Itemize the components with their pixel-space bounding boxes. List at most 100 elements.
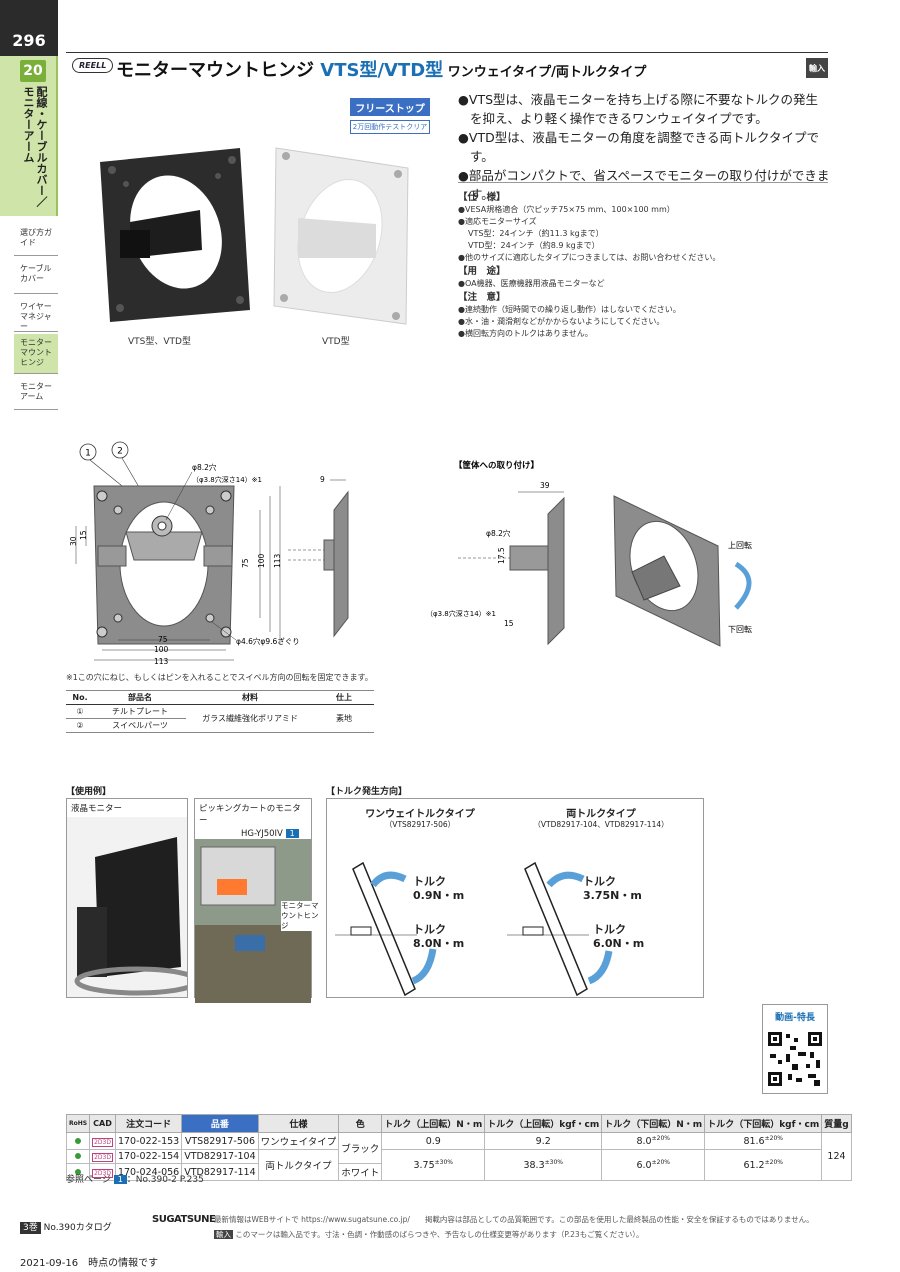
- tolerance: ±20%: [651, 1158, 670, 1166]
- freestop-sub-badge: 2万回動作テストクリア: [350, 120, 430, 134]
- dim-75-horizontal: 75: [158, 635, 168, 644]
- tolerance: ±30%: [544, 1158, 563, 1166]
- value: 61.2: [743, 1160, 765, 1172]
- rohs-dot-icon: [75, 1153, 82, 1159]
- photo-caption-right: VTD型: [322, 337, 350, 347]
- value: 81.6: [743, 1136, 765, 1148]
- side-tab-monitor-arm[interactable]: モニターアーム: [14, 378, 58, 410]
- rohs-cell: [65, 1163, 91, 1181]
- table-row[interactable]: 2D3D 170-022-153 VTS82917-506 ワンウェイタイプ ブ…: [65, 1132, 852, 1181]
- feature-bullets: ●VTS型は、液晶モニターを持ち上げる際に不要なトルクの発生を抑え、より軽く操作…: [458, 90, 830, 204]
- callout-2: 2: [117, 447, 123, 457]
- tolerance: ±20%: [764, 1134, 783, 1142]
- qr-code-icon[interactable]: [766, 1030, 824, 1088]
- parts-header-finish: 仕上: [314, 690, 374, 705]
- video-box[interactable]: [762, 1004, 828, 1094]
- dim-39: 39: [540, 481, 550, 490]
- label-mount-hole-3-8: （φ3.8穴深さ14）※1: [426, 609, 496, 618]
- video-label[interactable]: 動画-特長: [775, 1013, 815, 1023]
- torque-title: 【トルク発生方向】: [326, 787, 408, 797]
- rohs-cell: [65, 1149, 91, 1164]
- usage-heading: 【用 途】: [458, 266, 506, 277]
- label-down-rotation: 下回転: [728, 625, 752, 634]
- value: 6.0: [636, 1160, 652, 1172]
- spec-line: ●VESA規格適合（穴ピッチ75×75 mm、100×100 mm）: [458, 205, 675, 214]
- catalog-label: No.390カタログ: [43, 1223, 112, 1233]
- side-tab-monitor-hinge[interactable]: モニターマウントヒンジ: [14, 334, 58, 374]
- th-torque-down-kgf: トルク（下回転）kgf・cm: [704, 1114, 823, 1133]
- cad-cell[interactable]: 2D3D: [89, 1163, 116, 1181]
- chapter-box: [0, 56, 58, 216]
- bullet-2: ●VTD型は、液晶モニターの角度を調整できる両トルクタイプです。: [458, 130, 819, 164]
- parts-table: No. 部品名 材料 仕上 ① チルトプレート ガラス繊維強化ポリアミド 素地 …: [66, 690, 374, 733]
- torque-up-kgf: 9.2: [484, 1132, 603, 1150]
- value: 38.3: [523, 1160, 545, 1172]
- torque-one-title: ワンウェイトルクタイプ: [365, 809, 475, 820]
- cart-tag-text: HG-YJ50IV: [241, 829, 283, 839]
- ref-text[interactable]: ：No.390-2 P.235: [126, 1175, 204, 1185]
- callout-1: 1: [85, 449, 91, 459]
- spec-line: VTD型：24インチ（約8.9 kgまで）: [468, 241, 600, 250]
- label-hole-8-2: φ8.2穴: [192, 462, 217, 472]
- technical-drawing-front: 1 2 φ8.2穴 （φ3.8穴深さ14）※1 φ4.6穴φ9.6ざぐり 75 …: [69, 441, 349, 666]
- side-tab-guide[interactable]: 選び方ガイド: [14, 224, 58, 256]
- caution-heading: 【注 意】: [458, 292, 506, 303]
- photo-black-hinge: [100, 148, 250, 322]
- cad-download-icon[interactable]: 2D3D: [92, 1153, 113, 1162]
- mount-title: 【筐体への取り付け】: [454, 460, 539, 471]
- cad-cell[interactable]: 2D3D: [89, 1132, 116, 1150]
- table-row[interactable]: 2D3D 170-024-056 VTD82917-114 ホワイト: [65, 1163, 852, 1181]
- usage-cart-box: ピッキングカートのモニター HG-YJ50IV 1 モニターマウントヒンジ: [194, 798, 321, 1003]
- usage-title: 【使用例】: [66, 787, 112, 797]
- ref-tag[interactable]: 1: [113, 1175, 127, 1184]
- torque-down-kgf: 81.6±20%: [704, 1132, 823, 1150]
- label-hole-3-8: （φ3.8穴深さ14）※1: [192, 475, 262, 484]
- side-tab-wire-manager[interactable]: ワイヤーマネジャー: [14, 298, 58, 332]
- ref-label: 参照ページ: [66, 1175, 111, 1185]
- dim-100-horizontal: 100: [154, 645, 169, 654]
- usage-lcd-label: 液晶モニター: [71, 804, 123, 814]
- cad-download-icon[interactable]: 2D3D: [92, 1137, 113, 1147]
- th-torque-up-kgf: トルク（上回転）kgf・cm: [484, 1114, 603, 1133]
- spec-line: VTS型：24インチ（約11.3 kgまで）: [468, 229, 604, 238]
- mass-cell: 124: [821, 1132, 852, 1181]
- footnote: ※1この穴にねじ、もしくはピンを入れることでスイベル方向の回転を固定できます。: [66, 673, 373, 682]
- parts-name: スイベルパーツ: [94, 718, 186, 733]
- volume-badge: 3巻: [20, 1222, 41, 1234]
- photo-white-hinge: [273, 147, 409, 325]
- header-rule: [66, 52, 828, 53]
- caution-line: ●連続動作（短時間での繰り返し動作）はしないでください。: [458, 305, 681, 314]
- spec-line: ●他のサイズに適応したタイプにつきましては、お問い合わせください。: [458, 253, 721, 262]
- cart-tag-ref[interactable]: 1: [285, 829, 299, 838]
- hinge-label: モニターマウントヒンジ: [281, 901, 321, 931]
- brand-logo: REELL: [72, 58, 114, 73]
- part-number[interactable]: VTS82917-506: [181, 1132, 259, 1150]
- import-tag: 輸入: [214, 1230, 233, 1239]
- parts-no: ②: [66, 718, 94, 733]
- torque-two-sub: （VTD82917-104、VTD82917-114）: [533, 820, 669, 829]
- usage-cart-label: ピッキングカートのモニター: [199, 804, 301, 826]
- spec-cell: 両トルクタイプ: [257, 1149, 340, 1181]
- part-number[interactable]: VTD82917-104: [181, 1149, 259, 1164]
- bullet-1: ●VTS型は、液晶モニターを持ち上げる際に不要なトルクの発生を抑え、より軽く操作…: [458, 92, 819, 126]
- parts-name: チルトプレート: [94, 704, 186, 719]
- side-tab-cable-cover[interactable]: ケーブルカバー: [14, 260, 58, 294]
- footer-notice-1: 最新情報はWEBサイトで https://www.sugatsune.co.jp…: [214, 1215, 814, 1224]
- cad-cell[interactable]: 2D3D: [89, 1149, 116, 1164]
- photo-caption-left: VTS型、VTD型: [128, 337, 191, 347]
- cart-photo: [195, 839, 311, 1003]
- tolerance: ±20%: [651, 1134, 670, 1142]
- dim-113-vertical: 113: [273, 553, 282, 568]
- order-code: 170-024-056: [114, 1163, 183, 1181]
- dim-17-5: 17.5: [497, 547, 506, 564]
- order-code: 170-022-154: [114, 1149, 183, 1164]
- table-row[interactable]: 2D3D 170-022-154 VTD82917-104 両トルクタイプ 3.…: [65, 1149, 852, 1181]
- th-order-code: 注文コード: [114, 1114, 183, 1133]
- cad-download-icon[interactable]: 2D3D: [92, 1168, 113, 1178]
- reference-page: 参照ページ 1：No.390-2 P.235: [66, 1172, 204, 1185]
- parts-no: ①: [66, 704, 94, 719]
- value: 8.0: [636, 1136, 652, 1148]
- dim-113-horizontal: 113: [154, 657, 169, 666]
- page-number: 296: [0, 0, 58, 56]
- part-number[interactable]: VTD82917-114: [181, 1163, 259, 1181]
